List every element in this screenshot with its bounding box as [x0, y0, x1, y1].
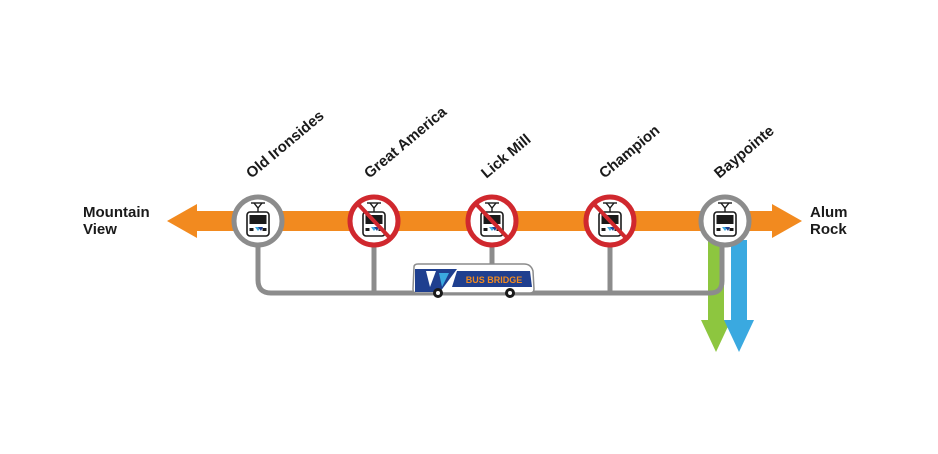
station-baypointe [698, 194, 752, 248]
station-lick-mill [465, 194, 519, 248]
terminal-right-line2: Rock [810, 221, 847, 238]
station-old-ironsides [231, 194, 285, 248]
light-rail-train-icon [713, 202, 737, 237]
bus-bridge-label: BUS BRIDGE [466, 275, 523, 285]
stations [231, 194, 752, 248]
terminal-label-mountain-view: Mountain View [83, 204, 150, 238]
light-rail-train-icon [246, 202, 270, 237]
blue-line [724, 240, 754, 352]
station-great-america [347, 194, 401, 248]
orange-arrow-left [167, 204, 197, 238]
terminal-left-line2: View [83, 221, 117, 238]
terminal-left-line1: Mountain [83, 204, 150, 221]
no-service-icon [356, 202, 392, 240]
terminal-right-line1: Alum [810, 204, 848, 221]
station-champion [583, 194, 637, 248]
bus-icon: BUS BRIDGE [412, 263, 535, 298]
no-service-icon [592, 202, 628, 240]
no-service-icon [474, 202, 510, 240]
terminal-label-alum-rock: Alum Rock [810, 204, 848, 238]
green-line [701, 240, 731, 352]
orange-arrow-right [772, 204, 802, 238]
